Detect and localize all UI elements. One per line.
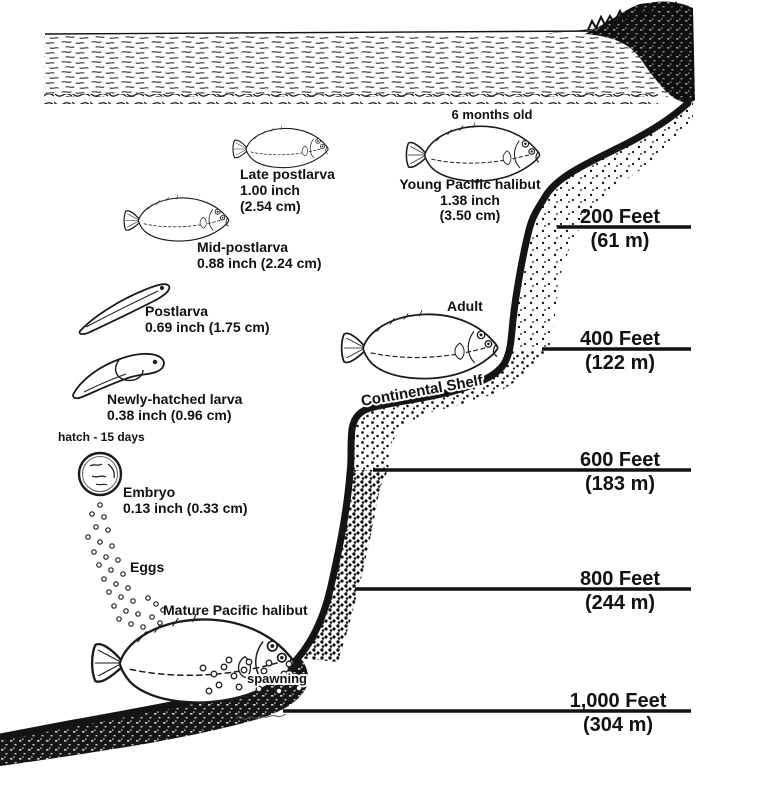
young-halibut-fish-illustration: [405, 122, 541, 182]
adult-label: Adult: [447, 298, 483, 314]
depth-600-feet: 600 Feet: [580, 449, 660, 471]
water-surface: [44, 35, 668, 97]
postlarva-name: Postlarva: [145, 303, 208, 319]
shoreline-vegetation: [545, 1, 695, 103]
young-halibut-metric: (3.50 cm): [440, 207, 501, 223]
mature-halibut-name: Mature Pacific halibut: [163, 602, 308, 618]
late-postlarva-name: Late postlarva: [240, 166, 335, 182]
mid-postlarva-name: Mid-postlarva: [197, 239, 288, 255]
mid-postlarva-size: 0.88 inch (2.24 cm): [197, 255, 322, 271]
depth-800-feet: 800 Feet: [580, 568, 660, 590]
artist-signature: [235, 713, 287, 720]
eggs-label: Eggs: [130, 559, 164, 575]
young-halibut-size: 1.38 inch: [440, 192, 500, 208]
sediment-stipple-upper: [510, 103, 693, 350]
horizon-line: [44, 30, 601, 35]
depth-lines: [283, 225, 691, 713]
late-postlarva-size: 1.00 inch: [240, 182, 300, 198]
spawning-egg-cluster: [199, 656, 303, 695]
embryo-name: Embryo: [123, 484, 175, 500]
depth-1000-feet: 1,000 Feet: [570, 690, 667, 712]
mid-postlarva-fish-illustration: [123, 194, 230, 242]
depth-400-meters: (122 m): [585, 352, 655, 374]
embryo-size: 0.13 inch (0.33 cm): [123, 500, 248, 516]
sediment-stipple-lower: [297, 470, 388, 662]
late-postlarva-metric: (2.54 cm): [240, 198, 301, 214]
postlarva-illustration: [78, 283, 171, 336]
adult-fish-illustration: [340, 309, 499, 380]
ocean-floor: [0, 658, 309, 766]
sediment-stipple-shelf: [350, 350, 552, 470]
late-postlarva-fish-illustration: [232, 125, 329, 169]
treeline-scribble: [587, 1, 681, 31]
wave-edge: [44, 94, 658, 104]
spawning-label: spawning: [247, 671, 307, 686]
newly-hatched-size: 0.38 inch (0.96 cm): [107, 407, 232, 423]
newly-hatched-name: Newly-hatched larva: [107, 391, 243, 407]
depth-1000-meters: (304 m): [583, 714, 653, 736]
depth-600-meters: (183 m): [585, 473, 655, 495]
depth-scale-labels: 200 Feet (61 m) 400 Feet (122 m) 600 Fee…: [570, 206, 667, 736]
newly-hatched-larva-illustration: [72, 352, 165, 400]
depth-200-meters: (61 m): [591, 230, 650, 252]
young-halibut-age: 6 months old: [452, 107, 533, 122]
depth-200-feet: 200 Feet: [580, 206, 660, 228]
embryo-illustration: [77, 451, 123, 497]
depth-400-feet: 400 Feet: [580, 328, 660, 350]
young-halibut-name: Young Pacific halibut: [399, 176, 541, 192]
depth-800-meters: (244 m): [585, 592, 655, 614]
hatch-note: hatch - 15 days: [58, 430, 145, 444]
postlarva-size: 0.69 inch (1.75 cm): [145, 319, 270, 335]
